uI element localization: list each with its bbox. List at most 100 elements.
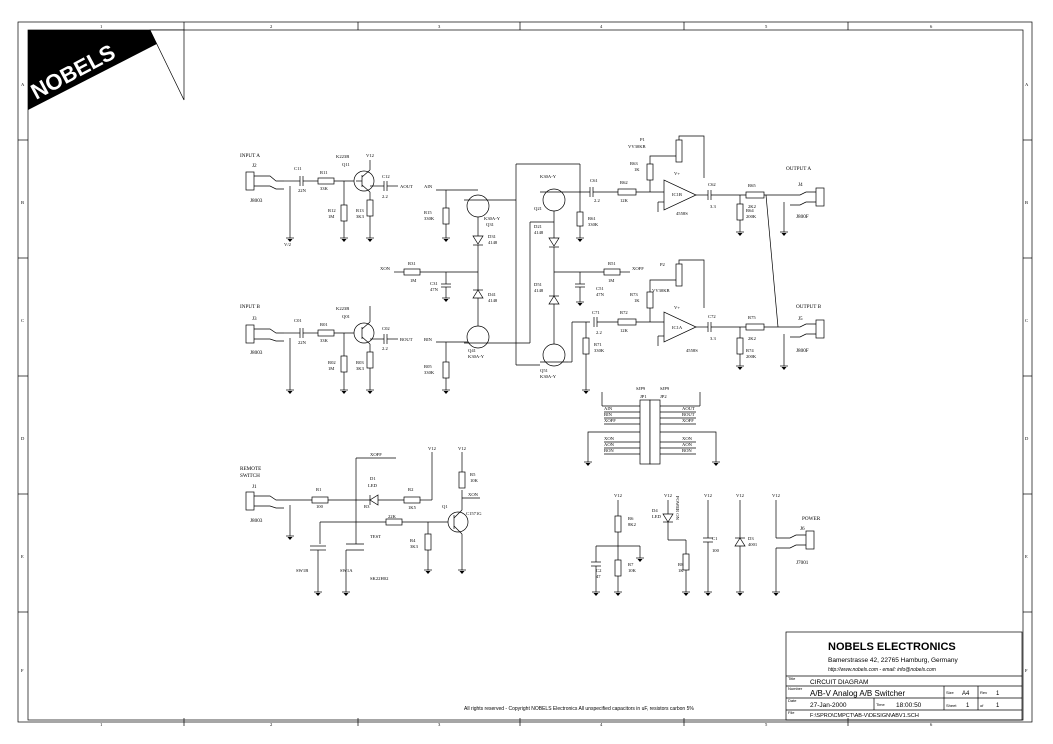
label-v12-p4: V12 (736, 493, 745, 498)
label-p1: P1 (640, 137, 646, 142)
output-b-stage: R72 12K R73 1K P2 VV30KB V+ IC1A 4558S C… (617, 194, 825, 371)
label-r65: R65 (748, 183, 756, 188)
label-jp1: JP1 (640, 394, 647, 399)
label-r73v: 1K (634, 298, 640, 303)
label-r75v: 2K2 (748, 336, 757, 341)
label-jp2: JP2 (660, 394, 667, 399)
row-label: E (21, 554, 24, 559)
col-label: 4 (600, 722, 603, 727)
label-d3v: 4001 (748, 542, 758, 547)
row-label: D (21, 436, 25, 441)
label-r11v: 33K (320, 186, 329, 191)
col-label: 5 (765, 24, 768, 29)
of-label: of (980, 703, 984, 708)
label-xoff-remote: XOFF (370, 452, 382, 457)
revision: 1 (996, 691, 1000, 697)
label-r73: R73 (630, 292, 638, 297)
label-d51: D51 (534, 282, 543, 287)
col-label: 2 (270, 24, 273, 29)
label-aon-jp2: AON (682, 442, 693, 447)
label-r8v: 1K (678, 568, 684, 573)
time-label: Time (876, 702, 886, 707)
label-sjp1: SJP9 (636, 386, 646, 391)
label-r4: R4 (410, 538, 416, 543)
label-r72: R72 (620, 310, 628, 315)
label-r75: R75 (748, 315, 756, 320)
label-c02: C02 (382, 326, 390, 331)
label-r63: R63 (630, 161, 638, 166)
label-j8003a: J8003 (250, 198, 263, 204)
label-r3: R3 (364, 504, 370, 509)
label-switch: SWITCH (240, 473, 260, 479)
file-path: F:\SPRO\CMPCT\AB-V\DESIGN\ABV1.SCH (810, 713, 919, 719)
label-q41: Q41 (468, 348, 477, 353)
label-remote: REMOTE (240, 466, 261, 472)
drawing-title: CIRCUIT DIAGRAM (810, 679, 868, 686)
col-label: 3 (438, 24, 441, 29)
label-r05v: 330K (424, 370, 435, 375)
label-r03: R03 (356, 360, 364, 365)
label-r2v: 1K5 (408, 505, 417, 510)
col-label: 1 (100, 722, 103, 727)
label-j8003b: J8003 (250, 350, 263, 356)
label-p2: P2 (660, 262, 666, 267)
label-r1v: 100 (316, 504, 324, 509)
label-power-on: POWER ON (675, 496, 680, 521)
outer-border (17, 21, 1033, 723)
label-c51v: 47N (596, 292, 605, 297)
company-name: NOBELS ELECTRONICS (828, 641, 956, 653)
label-c2v: 47 (596, 574, 601, 579)
label-r2: R2 (408, 487, 414, 492)
label-r02v: 1M (328, 366, 334, 371)
col-label: 2 (270, 722, 273, 727)
col-label: 1 (100, 24, 103, 29)
label-sw1b: SW1B (296, 568, 308, 573)
input-a-section: INPUT A J2 J8003 V/2 C11 22N R11 33K R12… (240, 153, 413, 247)
nobels-logo: NOBELS (27, 29, 185, 110)
label-r03v: 3K3 (356, 366, 365, 371)
title-label: Title (788, 676, 796, 681)
label-c72v: 3.3 (710, 336, 716, 341)
label-ic1b: IC1B (672, 192, 682, 197)
jumper-block: SJP9 SJP9 JP1 JP2 AIN BIN XOFF XON AON B… (583, 386, 721, 467)
label-c01: C01 (294, 318, 302, 323)
label-c71: C71 (592, 310, 600, 315)
label-r5: R5 (470, 472, 476, 477)
label-c31v: 47N (430, 287, 439, 292)
row-label: A (1025, 82, 1029, 87)
label-q41t: K30A-Y (468, 354, 485, 359)
label-c1v: 100 (712, 548, 720, 553)
label-r3v: 22K (388, 514, 397, 519)
label-ic1a: IC1A (672, 325, 683, 330)
label-sw1a: SW1A (340, 568, 353, 573)
label-r7v: 10K (628, 568, 637, 573)
label-c61: C61 (590, 178, 598, 183)
label-c71v: 2.2 (596, 330, 602, 335)
row-label: F (21, 668, 24, 673)
label-ain: AIN (424, 184, 433, 189)
label-v12-p5: V12 (772, 493, 781, 498)
output-a-stage: R62 12K R63 1K P1 VV30KB V+ IC1B 4558S C… (617, 135, 825, 237)
label-sjp2: SJP9 (660, 386, 670, 391)
label-aout-jp: AOUT (682, 406, 695, 411)
label-q1v: C1571G (466, 511, 482, 516)
row-label: C (1025, 318, 1028, 323)
col-label: 5 (765, 722, 768, 727)
label-input-b: INPUT B (240, 304, 260, 310)
rev-label: Rev (980, 690, 987, 695)
sheet-label: Sheet (946, 703, 957, 708)
label-c61v: 2.2 (594, 198, 600, 203)
label-r62: R62 (620, 180, 628, 185)
size-label: Size (946, 690, 955, 695)
label-r31: R31 (408, 261, 416, 266)
label-c62: C62 (708, 182, 716, 187)
label-j8003c: J8003 (250, 518, 263, 524)
label-c02v: 2.2 (382, 346, 388, 351)
label-r72v: 12K (620, 328, 629, 333)
label-r61: R61 (588, 216, 596, 221)
company-web: http://www.nobels.com - email: info@nobe… (828, 667, 936, 673)
label-d1v: LED (368, 483, 378, 488)
label-j2: J2 (252, 163, 257, 169)
label-vplus-b: V+ (674, 305, 680, 310)
